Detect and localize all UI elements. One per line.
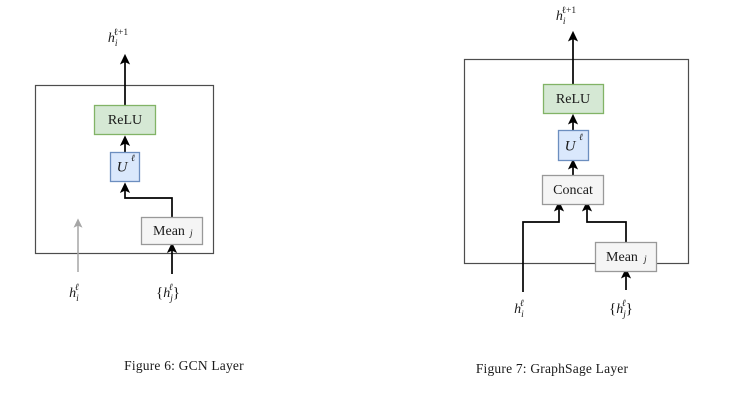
svg-text:{hjℓ}: {hjℓ}: [609, 299, 633, 320]
figure-gcn-layer: ReLU U ℓ Mean j hiℓ+1: [34, 28, 244, 373]
edge-mean-to-linear: [119, 182, 173, 217]
edge-self-feature-path: [522, 200, 565, 292]
gcn-node-linear[interactable]: U ℓ: [109, 151, 141, 183]
gcn-output-label: hiℓ+1: [108, 28, 129, 49]
graphsage-node-relu[interactable]: ReLU: [542, 83, 605, 115]
graphsage-output-label: hiℓ+1: [556, 6, 577, 27]
figure-graphsage-layer: ReLU U ℓ Concat Mean j: [368, 0, 736, 409]
graphsage-node-mean-subscript: j: [642, 255, 647, 265]
graphsage-output-subscript: i: [563, 17, 566, 27]
graphsage-output-base: h: [556, 9, 563, 24]
gcn-node-linear-superscript: ℓ: [131, 154, 135, 164]
gcn-figure-caption: Figure 6: GCN Layer: [124, 358, 244, 373]
gcn-input-neighbours-brace-open: {: [156, 285, 163, 301]
graphsage-input-neighbours-subscript: j: [621, 310, 626, 320]
graphsage-input-self-subscript: i: [521, 310, 524, 320]
graphsage-layer-boundary: [463, 58, 690, 265]
graphsage-node-relu-label: ReLU: [556, 92, 590, 107]
svg-text:hiℓ: hiℓ: [514, 299, 524, 320]
graphsage-node-concat-label: Concat: [553, 183, 593, 198]
gcn-layer-diagram: ReLU U ℓ Mean j hiℓ+1: [34, 28, 215, 304]
graphsage-figure-caption: Figure 7: GraphSage Layer: [475, 361, 629, 376]
gcn-output-subscript: i: [115, 39, 118, 49]
gcn-output-base: h: [108, 31, 115, 46]
gcn-node-relu-label: ReLU: [108, 113, 142, 128]
gcn-node-mean-subscript: j: [188, 229, 193, 239]
gcn-node-mean-label: Mean: [153, 224, 185, 239]
gcn-input-neighbours-brace-close: }: [173, 285, 180, 301]
graphsage-node-mean-label: Mean: [606, 250, 638, 265]
graphsage-input-neighbours-brace-open: {: [609, 301, 616, 317]
gcn-input-neighbours-superscript: ℓ: [169, 283, 173, 293]
gcn-node-linear-label: U: [117, 159, 129, 175]
svg-text:hiℓ+1: hiℓ+1: [556, 6, 577, 27]
gcn-node-relu[interactable]: ReLU: [93, 104, 157, 136]
svg-text:hiℓ: hiℓ: [69, 283, 79, 304]
gcn-input-self-base: h: [69, 286, 76, 301]
graphsage-node-linear[interactable]: U ℓ: [557, 129, 590, 162]
graphsage-input-self-label: hiℓ: [514, 299, 524, 320]
graphsage-node-mean[interactable]: Mean j: [594, 241, 658, 273]
gcn-input-neighbours-subscript: j: [168, 294, 173, 304]
gcn-input-self-subscript: i: [76, 294, 79, 304]
graphsage-node-concat[interactable]: Concat: [541, 174, 605, 206]
graphsage-input-self-superscript: ℓ: [520, 299, 524, 309]
graphsage-node-linear-label: U: [565, 138, 577, 154]
gcn-input-self-superscript: ℓ: [75, 283, 79, 293]
svg-text:{hjℓ}: {hjℓ}: [156, 283, 180, 304]
graphsage-input-neighbours-superscript: ℓ: [622, 299, 626, 309]
graphsage-input-neighbours-base: h: [616, 302, 623, 317]
graphsage-output-superscript: ℓ+1: [561, 6, 576, 16]
graphsage-input-neighbours-brace-close: }: [626, 301, 633, 317]
graphsage-input-self-base: h: [514, 302, 521, 317]
edge-mean-to-concat: [581, 200, 627, 242]
gcn-input-self-label: hiℓ: [69, 283, 79, 304]
gcn-node-mean[interactable]: Mean j: [140, 216, 204, 246]
graphsage-node-linear-superscript: ℓ: [579, 133, 583, 143]
gcn-output-superscript: ℓ+1: [113, 28, 128, 38]
graphsage-input-neighbours-label: {hjℓ}: [609, 299, 633, 320]
graphsage-layer-diagram: ReLU U ℓ Concat Mean j: [463, 6, 690, 320]
gcn-input-neighbours-base: h: [163, 286, 170, 301]
gcn-input-neighbours-label: {hjℓ}: [156, 283, 180, 304]
svg-text:hiℓ+1: hiℓ+1: [108, 28, 129, 49]
